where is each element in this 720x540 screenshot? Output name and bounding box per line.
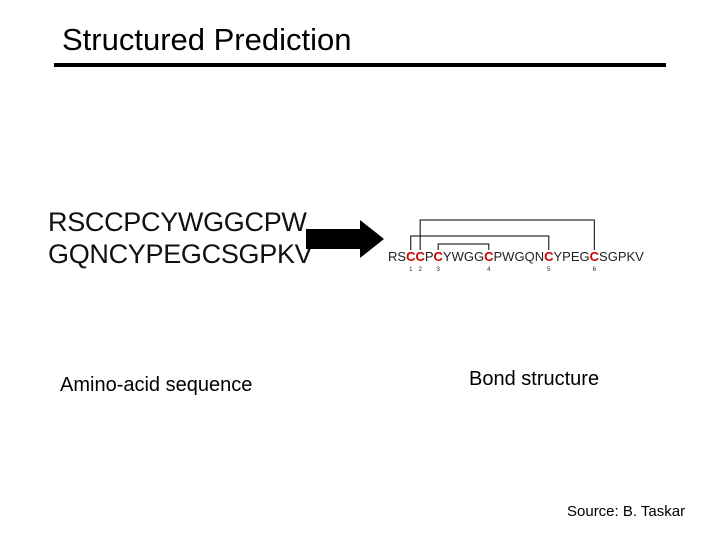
cysteine-number: 2 xyxy=(418,267,422,273)
cysteine-residue: C xyxy=(415,249,425,264)
disulfide-bond-line xyxy=(419,219,595,250)
residue: Q xyxy=(525,249,535,264)
residue: S xyxy=(397,249,406,264)
residue: E xyxy=(571,249,580,264)
title-underline xyxy=(54,63,666,67)
residue: N xyxy=(535,249,544,264)
cysteine-residue: C xyxy=(434,249,444,264)
cysteine-number: 3 xyxy=(437,267,441,273)
cysteine-number: 4 xyxy=(487,267,491,273)
residue: Y xyxy=(443,249,452,264)
disulfide-bond-line xyxy=(410,235,550,250)
residue: W xyxy=(452,249,465,264)
source-credit: Source: B. Taskar xyxy=(567,503,686,520)
caption-amino-acid-sequence: Amino-acid sequence xyxy=(60,374,253,396)
residue: P xyxy=(494,249,503,264)
residue: P xyxy=(425,249,434,264)
amino-acid-sequence-text: RSCCPCYWGGCPW GQNCYPEGCSGPKV xyxy=(48,206,313,270)
residue: G xyxy=(464,249,474,264)
residue: P xyxy=(562,249,571,264)
disulfide-bond-line xyxy=(437,243,490,250)
cysteine-residue: C xyxy=(590,249,600,264)
residue: R xyxy=(388,249,397,264)
cysteine-number: 5 xyxy=(547,267,551,273)
cysteine-number: 1 xyxy=(409,267,413,273)
cysteine-residue: C xyxy=(544,249,554,264)
residue: G xyxy=(514,249,524,264)
bond-sequence-text: RSCCPCYWGGCPWGQNCYPEGCSGPKV xyxy=(388,249,644,264)
slide-title: Structured Prediction xyxy=(62,22,352,57)
residue: W xyxy=(502,249,515,264)
sequence-line-1: RSCCPCYWGGCPW xyxy=(48,207,307,237)
residue: G xyxy=(580,249,590,264)
residue: K xyxy=(626,249,635,264)
caption-bond-structure: Bond structure xyxy=(469,368,600,390)
residue: G xyxy=(474,249,484,264)
cysteine-number: 6 xyxy=(593,267,597,273)
sequence-line-2: GQNCYPEGCSGPKV xyxy=(48,239,313,269)
right-arrow-icon xyxy=(306,220,384,258)
residue: P xyxy=(618,249,627,264)
cysteine-residue: C xyxy=(484,249,494,264)
cysteine-residue: C xyxy=(406,249,416,264)
residue: S xyxy=(599,249,608,264)
residue: Y xyxy=(553,249,562,264)
residue: G xyxy=(608,249,618,264)
residue: V xyxy=(635,249,644,264)
